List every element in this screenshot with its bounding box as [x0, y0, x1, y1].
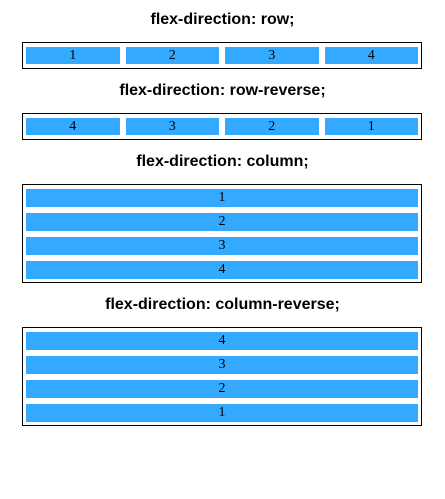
flex-item: 1	[324, 118, 418, 135]
section-title-column-reverse: flex-direction: column-reverse;	[105, 296, 340, 313]
section-title-row-reverse: flex-direction: row-reverse;	[119, 82, 326, 99]
flex-item: 4	[324, 47, 418, 64]
flex-item: 2	[225, 118, 319, 135]
flex-item: 3	[225, 47, 319, 64]
flex-container-column-reverse: 4 3 2 1	[22, 327, 422, 426]
flex-item: 2	[26, 380, 418, 398]
flex-item: 3	[26, 237, 418, 255]
flex-item: 1	[26, 404, 418, 422]
flex-container-row: 1 2 3 4	[22, 42, 422, 69]
flex-item: 3	[26, 356, 418, 374]
flex-item: 4	[26, 118, 120, 135]
flex-item: 1	[26, 47, 120, 64]
flex-container-column: 1 2 3 4	[22, 184, 422, 283]
flex-item: 2	[125, 47, 219, 64]
flex-item: 2	[26, 213, 418, 231]
flex-item: 1	[26, 189, 418, 207]
section-title-row: flex-direction: row;	[150, 11, 295, 28]
flex-item: 4	[26, 332, 418, 350]
flex-container-row-reverse: 4 3 2 1	[22, 113, 422, 140]
section-title-column: flex-direction: column;	[136, 153, 309, 170]
flex-item: 4	[26, 261, 418, 279]
flex-item: 3	[125, 118, 219, 135]
